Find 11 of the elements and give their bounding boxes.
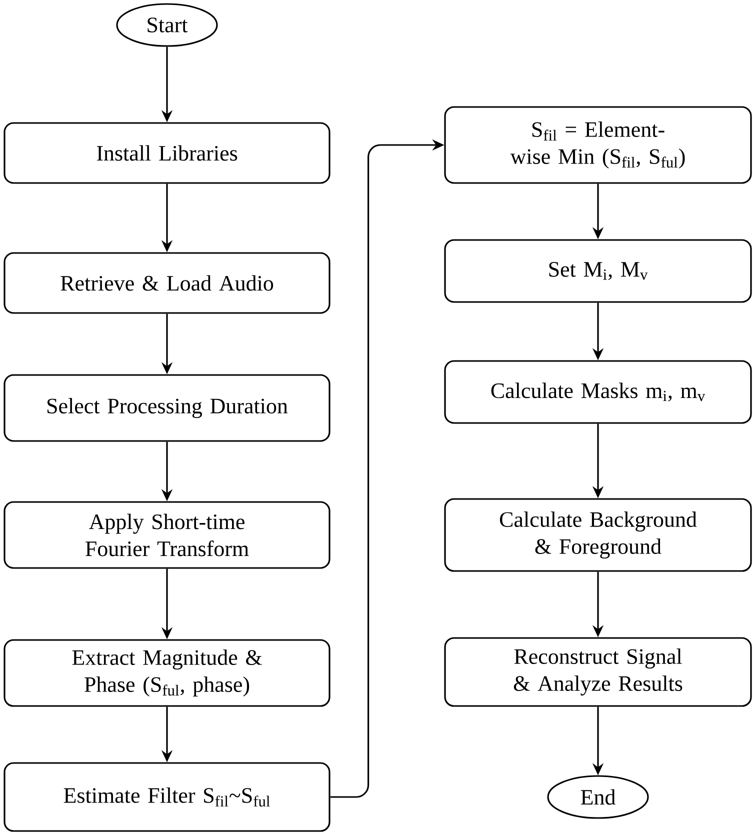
process-box: Retrieve & Load Audio bbox=[4, 252, 330, 314]
process-box: Estimate Filter S$_{fil}$~S$_{ful}$ bbox=[4, 762, 330, 832]
process-box: Extract Magnitude & Phase (S$_{ful}$, phase) bbox=[4, 639, 330, 707]
process-box: Calculate Masks m$_{i}$, m$_{v}$ bbox=[444, 360, 752, 424]
process-box: Select Processing Duration bbox=[4, 374, 330, 442]
process-box: Calculate Background & Foreground bbox=[444, 498, 752, 572]
process-box: Reconstruct Signal & Analyze Results bbox=[444, 637, 752, 707]
process-box: Set M$_{i}$, M$_{v}$ bbox=[444, 239, 752, 303]
process-box: S$_{fil}$ = Element-wise Min (S$_{fil}$, S$_{ful}$) bbox=[444, 106, 752, 184]
process-box: Install Libraries bbox=[4, 122, 330, 184]
process-box: Apply Short-time Fourier Transform bbox=[4, 501, 330, 569]
